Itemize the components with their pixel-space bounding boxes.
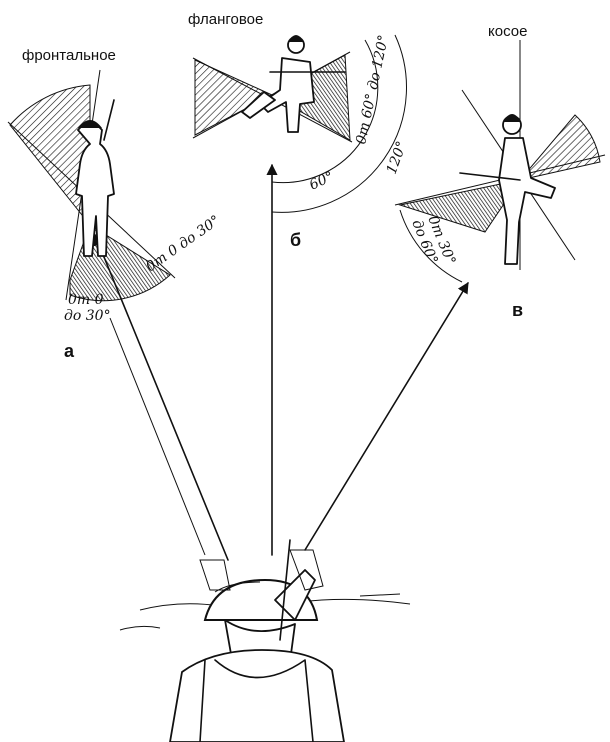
angle-b-60: 60° — [307, 169, 336, 194]
panel-b-flank: 60° 0т 60° до 120° 120° б — [193, 34, 410, 250]
panel-a-frontal: 0т 0 до 30° 0т 0 до 30° а — [8, 70, 223, 361]
sight-line-v — [305, 283, 468, 550]
sector-a-upper — [10, 85, 90, 225]
label-flank: фланговое — [188, 11, 263, 28]
label-frontal: фронтальное — [22, 47, 116, 64]
angle-a-label-line2: 0т 0 — [68, 292, 104, 308]
label-oblique: косое — [488, 23, 527, 40]
angle-b-120: 120° — [384, 139, 411, 176]
rifle-a — [104, 100, 114, 140]
panel-v-oblique: 0т 30° до 60° в — [395, 40, 605, 320]
observer-head — [225, 620, 295, 654]
letter-v: в — [512, 300, 523, 320]
sight-guide-a — [110, 318, 205, 555]
observer-body — [170, 650, 344, 742]
helmet-v — [503, 114, 521, 122]
sector-v-right — [520, 115, 600, 180]
helmet-b — [288, 35, 304, 42]
observer-soldier — [120, 540, 410, 742]
angle-a-label: 0т 0 до 30° — [143, 213, 223, 276]
letter-a: а — [64, 341, 75, 361]
letter-b: б — [290, 230, 301, 250]
angle-a-label-line3: до 30° — [64, 308, 111, 324]
angle-b-range: 0т 60° до 120° — [353, 34, 392, 146]
